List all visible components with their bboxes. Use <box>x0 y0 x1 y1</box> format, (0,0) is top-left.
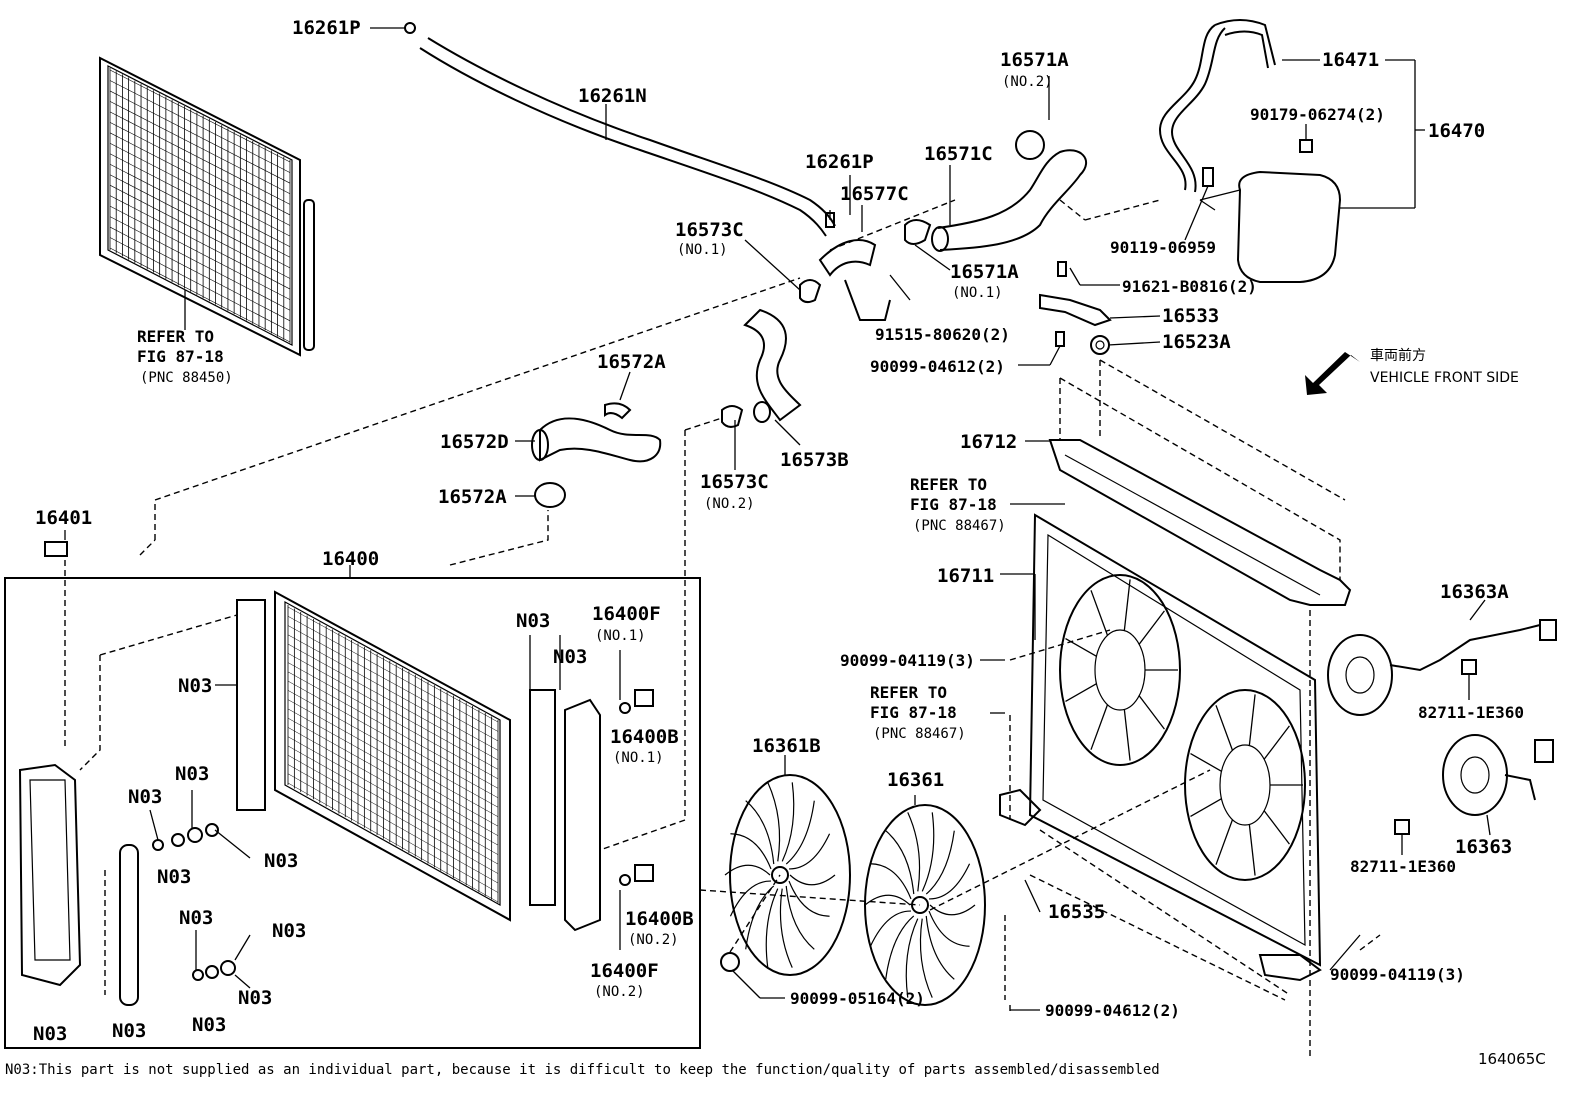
label-n03-g: N03 <box>264 850 298 872</box>
label-n03-l: N03 <box>112 1020 146 1042</box>
label-16577C: 16577C <box>840 183 909 205</box>
label-82711-1E360-a: 82711-1E360 <box>1418 703 1524 722</box>
label-91621-B0816: 91621-B0816(2) <box>1122 277 1257 296</box>
label-16400B-no2: 16400B <box>625 908 694 930</box>
reservoir-tank-drawing <box>1158 19 1425 283</box>
label-90099-05164: 90099-05164(2) <box>790 989 925 1008</box>
label-16572A-top: 16572A <box>597 351 666 373</box>
label-n03-d: N03 <box>175 763 209 785</box>
label-16712: 16712 <box>960 431 1017 453</box>
label-n03-i: N03 <box>272 920 306 942</box>
n03-small-parts <box>149 635 631 989</box>
upper-hose-drawing <box>370 22 836 237</box>
vehicle-front-en: VEHICLE FRONT SIDE <box>1370 370 1519 386</box>
footnote: N03:This part is not supplied as an indi… <box>5 1062 1160 1078</box>
label-91515-80620: 91515-80620(2) <box>875 325 1010 344</box>
ref-fig-a-line3: (PNC 88450) <box>140 370 233 386</box>
label-16572D: 16572D <box>440 431 509 453</box>
label-16571C: 16571C <box>924 143 993 165</box>
label-16400F-no2: 16400F <box>590 960 659 982</box>
label-90099-04119-b: 90099-04119(3) <box>1330 965 1465 984</box>
label-90119-06959: 90119-06959 <box>1110 238 1216 257</box>
label-16400B-no1: 16400B <box>610 726 679 748</box>
label-16573C-no1-sub: (NO.1) <box>677 242 728 258</box>
label-16471: 16471 <box>1322 49 1379 71</box>
ref-fig-b-line1: REFER TO <box>910 475 987 494</box>
figure-id: 164065C <box>1478 1050 1546 1068</box>
fan-motors-drawing <box>1327 599 1557 855</box>
label-16573C-no2-sub: (NO.2) <box>704 496 755 512</box>
label-16571A-top: 16571A <box>1000 49 1069 71</box>
label-n03-k: N03 <box>33 1023 67 1045</box>
label-16400F-no2-sub: (NO.2) <box>594 984 645 1000</box>
vehicle-front-jp: 車両前方 <box>1370 347 1426 364</box>
label-16400B-no1-sub: (NO.1) <box>613 750 664 766</box>
label-16573B: 16573B <box>780 449 849 471</box>
hoses-drawing <box>531 130 1088 508</box>
label-16573C-no1: 16573C <box>675 219 744 241</box>
label-16361: 16361 <box>887 769 944 791</box>
upper-support-drawing <box>1048 439 1352 606</box>
label-16400: 16400 <box>322 548 379 570</box>
label-90099-04119-a: 90099-04119(3) <box>840 651 975 670</box>
label-16400F-no1: 16400F <box>592 603 661 625</box>
fan-shroud-drawing <box>999 513 1322 982</box>
condenser-drawing <box>99 56 315 357</box>
label-16523A: 16523A <box>1162 331 1231 353</box>
radiator-box-drawing <box>4 541 701 1049</box>
label-16711: 16711 <box>937 565 994 587</box>
bracket-drawing <box>1018 261 1161 366</box>
ref-fig-c-line3: (PNC 88467) <box>873 726 966 742</box>
label-16571A-top-sub: (NO.2) <box>1002 74 1053 90</box>
label-16363: 16363 <box>1455 836 1512 858</box>
label-16470: 16470 <box>1428 120 1485 142</box>
label-90099-04612-top: 90099-04612(2) <box>870 357 1005 376</box>
assembly-lines <box>64 199 1381 1060</box>
label-n03-f: N03 <box>157 866 191 888</box>
label-16533: 16533 <box>1162 305 1219 327</box>
ref-fig-b-line2: FIG 87-18 <box>910 495 997 514</box>
label-n03-h: N03 <box>179 907 213 929</box>
label-16361B: 16361B <box>752 735 821 757</box>
label-16400F-no1-sub: (NO.1) <box>595 628 646 644</box>
ref-fig-c-line1: REFER TO <box>870 683 947 702</box>
label-n03-c: N03 <box>178 675 212 697</box>
label-n03-j: N03 <box>238 987 272 1009</box>
label-16261N: 16261N <box>578 85 647 107</box>
leader-lines <box>64 76 1361 1011</box>
label-16572A-low: 16572A <box>438 486 507 508</box>
label-82711-1E360-b: 82711-1E360 <box>1350 857 1456 876</box>
label-16261P-top: 16261P <box>292 17 361 39</box>
label-16401: 16401 <box>35 507 92 529</box>
label-n03-b: N03 <box>553 646 587 668</box>
label-n03-a: N03 <box>516 610 550 632</box>
fans-drawing <box>720 755 986 1006</box>
ref-fig-c-line2: FIG 87-18 <box>870 703 957 722</box>
label-16571A-mid-sub: (NO.1) <box>952 285 1003 301</box>
label-16571A-mid: 16571A <box>950 261 1019 283</box>
vehicle-front-arrow <box>1305 352 1360 395</box>
label-n03-m: N03 <box>192 1014 226 1036</box>
label-n03-e: N03 <box>128 786 162 808</box>
ref-fig-a-line1: REFER TO <box>137 327 214 346</box>
label-16573C-no2: 16573C <box>700 471 769 493</box>
label-16363A: 16363A <box>1440 581 1509 603</box>
ref-fig-a-line2: FIG 87-18 <box>137 347 224 366</box>
part-labels: 16261P 16261N 16571A (NO.2) 16471 90179-… <box>5 17 1546 1078</box>
label-16261P-mid: 16261P <box>805 151 874 173</box>
label-16400B-no2-sub: (NO.2) <box>628 932 679 948</box>
label-16535: 16535 <box>1048 901 1105 923</box>
label-90099-04612-low: 90099-04612(2) <box>1045 1001 1180 1020</box>
ref-fig-b-line3: (PNC 88467) <box>913 518 1006 534</box>
label-90179-06274: 90179-06274(2) <box>1250 105 1385 124</box>
